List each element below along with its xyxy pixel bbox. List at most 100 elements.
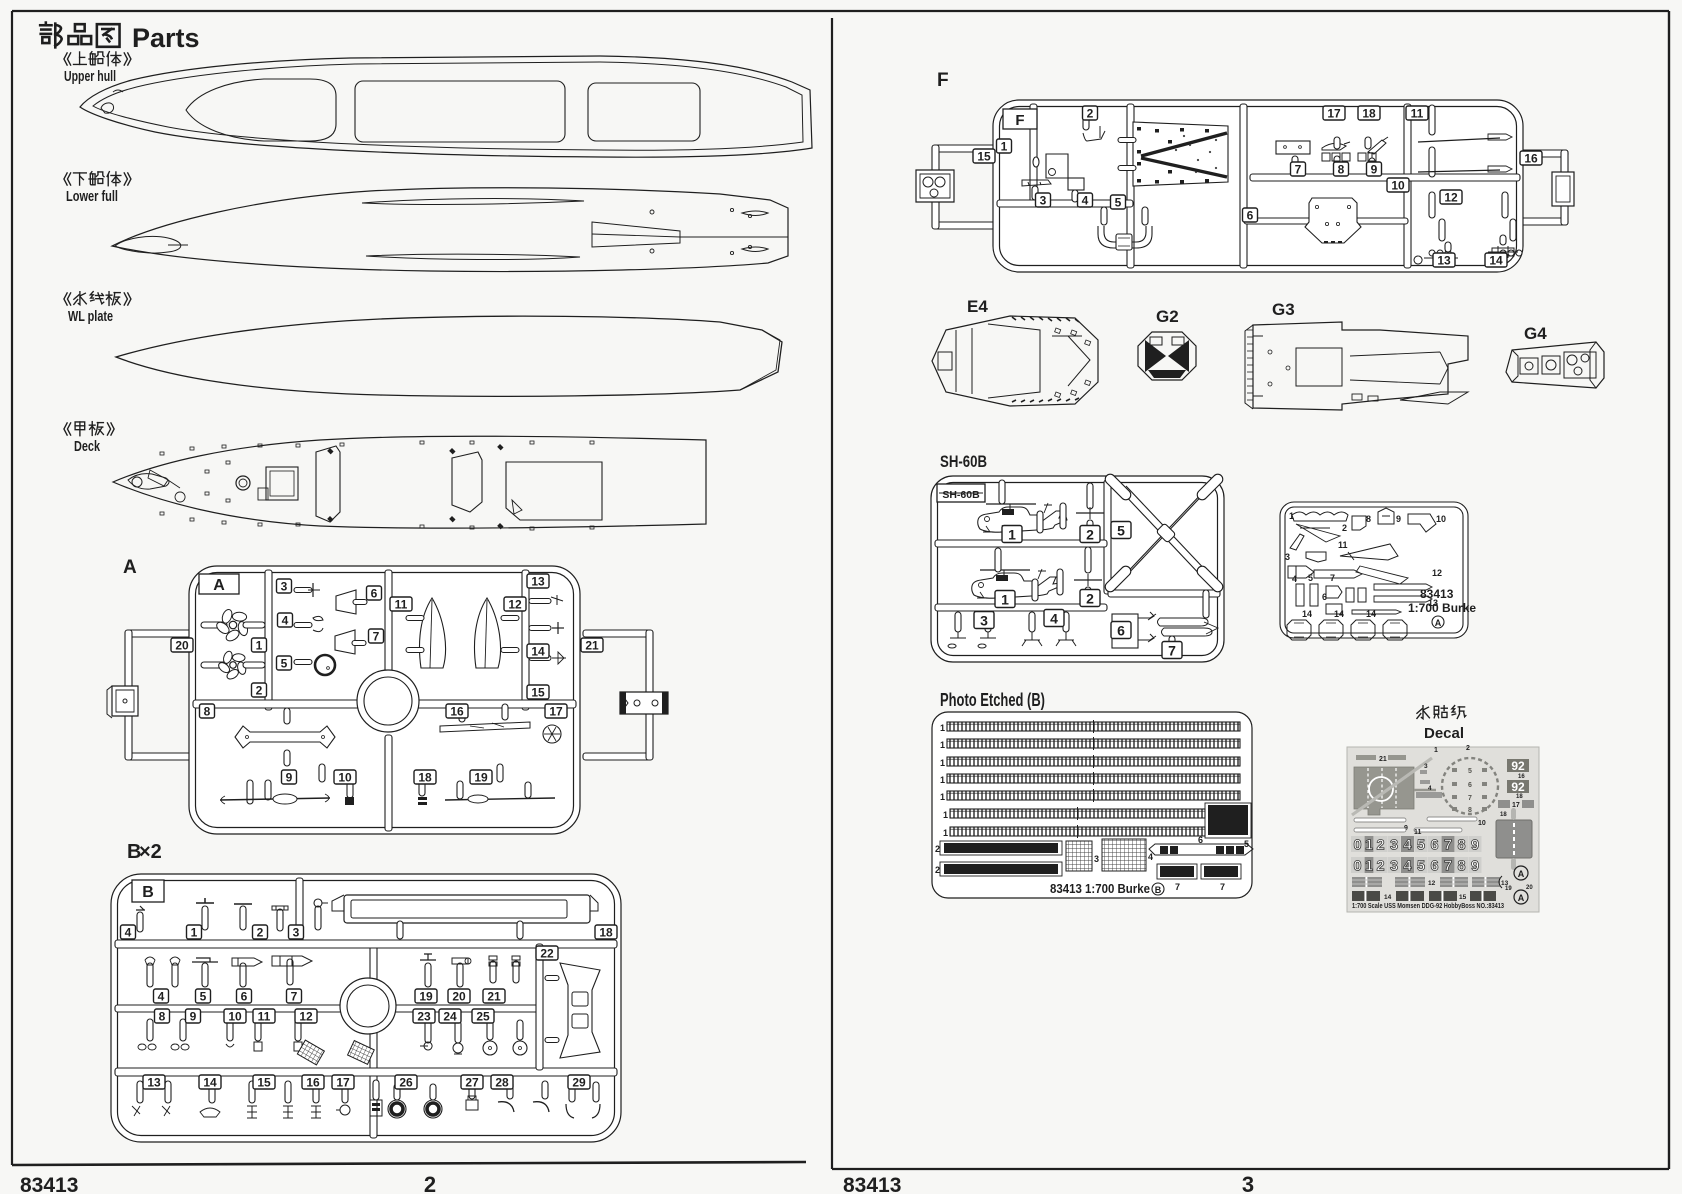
svg-text:18: 18 bbox=[599, 925, 613, 939]
svg-text:9: 9 bbox=[1371, 162, 1378, 176]
svg-text:A: A bbox=[213, 577, 225, 594]
svg-text:3: 3 bbox=[1285, 552, 1290, 562]
svg-text:21: 21 bbox=[585, 638, 599, 652]
svg-text:11: 11 bbox=[258, 1009, 271, 1023]
svg-text:8: 8 bbox=[1457, 859, 1465, 875]
svg-text:Lower full: Lower full bbox=[66, 188, 118, 205]
svg-text:A: A bbox=[1518, 893, 1525, 903]
svg-text:1: 1 bbox=[943, 828, 948, 838]
svg-text:4: 4 bbox=[1050, 610, 1058, 626]
svg-text:4: 4 bbox=[1403, 859, 1411, 875]
svg-text:Photo Etched (B): Photo Etched (B) bbox=[940, 690, 1045, 710]
svg-text:7: 7 bbox=[1175, 882, 1180, 892]
svg-text:14: 14 bbox=[1384, 894, 1392, 901]
svg-text:B: B bbox=[127, 841, 141, 863]
svg-text:8: 8 bbox=[1338, 162, 1345, 176]
svg-text:16: 16 bbox=[1518, 774, 1525, 780]
svg-text:Upper hull: Upper hull bbox=[64, 68, 116, 85]
svg-text:×2: ×2 bbox=[139, 841, 162, 863]
svg-text:8: 8 bbox=[1457, 838, 1465, 854]
svg-text:G3: G3 bbox=[1272, 300, 1295, 319]
svg-text:WL plate: WL plate bbox=[68, 308, 113, 325]
svg-text:14: 14 bbox=[203, 1075, 217, 1089]
svg-text:10: 10 bbox=[1391, 178, 1405, 192]
svg-text:9: 9 bbox=[1471, 838, 1479, 854]
svg-text:20: 20 bbox=[175, 638, 189, 652]
svg-text:B: B bbox=[142, 884, 154, 901]
svg-text:28: 28 bbox=[495, 1075, 509, 1089]
svg-text:11: 11 bbox=[395, 597, 408, 611]
svg-text:4: 4 bbox=[1148, 852, 1153, 862]
svg-text:83413: 83413 bbox=[1420, 587, 1454, 601]
svg-text:1: 1 bbox=[256, 638, 263, 652]
svg-text:12: 12 bbox=[1432, 568, 1442, 578]
svg-text:5: 5 bbox=[1468, 768, 1472, 775]
svg-text:21: 21 bbox=[487, 989, 501, 1003]
svg-text:16: 16 bbox=[450, 704, 464, 718]
svg-text:4: 4 bbox=[158, 989, 165, 1003]
svg-text:2: 2 bbox=[1466, 745, 1470, 752]
svg-text:17: 17 bbox=[1512, 802, 1520, 809]
svg-text:27: 27 bbox=[465, 1075, 479, 1089]
svg-text:4: 4 bbox=[1428, 785, 1432, 792]
svg-text:18: 18 bbox=[1516, 794, 1523, 800]
svg-text:1: 1 bbox=[1001, 591, 1009, 607]
svg-text:3: 3 bbox=[1390, 859, 1398, 875]
svg-text:19: 19 bbox=[1505, 886, 1512, 892]
svg-text:16: 16 bbox=[306, 1075, 320, 1089]
svg-text:8: 8 bbox=[1366, 514, 1371, 524]
svg-text:26: 26 bbox=[399, 1075, 413, 1089]
svg-text:4: 4 bbox=[125, 925, 132, 939]
svg-text:22: 22 bbox=[540, 946, 554, 960]
svg-text:25: 25 bbox=[476, 1009, 490, 1023]
svg-text:83413 1:700 Burke: 83413 1:700 Burke bbox=[1050, 882, 1150, 896]
svg-text:2: 2 bbox=[1086, 526, 1094, 542]
svg-text:Parts: Parts bbox=[132, 23, 200, 53]
svg-text:7: 7 bbox=[1330, 573, 1335, 583]
svg-text:13: 13 bbox=[1428, 598, 1438, 608]
svg-text:6: 6 bbox=[1322, 592, 1327, 602]
svg-text:F: F bbox=[1015, 112, 1024, 129]
svg-text:E4: E4 bbox=[967, 297, 988, 316]
svg-text:5: 5 bbox=[281, 656, 288, 670]
svg-text:19: 19 bbox=[474, 770, 488, 784]
svg-text:A: A bbox=[123, 557, 137, 578]
svg-text:9: 9 bbox=[286, 770, 293, 784]
svg-text:8: 8 bbox=[1468, 807, 1472, 814]
svg-text:23: 23 bbox=[417, 1009, 431, 1023]
svg-text:3: 3 bbox=[1390, 838, 1398, 854]
svg-text:10: 10 bbox=[228, 1009, 242, 1023]
svg-text:13: 13 bbox=[147, 1075, 161, 1089]
svg-text:16: 16 bbox=[1524, 151, 1538, 165]
svg-text:15: 15 bbox=[977, 149, 991, 163]
svg-text:20: 20 bbox=[452, 989, 466, 1003]
svg-text:5: 5 bbox=[1115, 195, 1122, 209]
svg-text:17: 17 bbox=[336, 1075, 350, 1089]
svg-text:1: 1 bbox=[1365, 838, 1373, 854]
svg-text:0: 0 bbox=[1353, 859, 1361, 875]
svg-text:9: 9 bbox=[1396, 514, 1401, 524]
svg-text:92: 92 bbox=[1511, 759, 1525, 773]
svg-text:1: 1 bbox=[940, 758, 945, 768]
svg-text:24: 24 bbox=[443, 1009, 457, 1023]
svg-text:11: 11 bbox=[1411, 106, 1424, 120]
svg-text:5: 5 bbox=[1308, 573, 1313, 583]
svg-text:14: 14 bbox=[1302, 609, 1312, 619]
svg-text:SH-60B: SH-60B bbox=[942, 489, 980, 501]
svg-text:4: 4 bbox=[1403, 838, 1411, 854]
svg-text:83413: 83413 bbox=[20, 1174, 78, 1194]
svg-text:3: 3 bbox=[1424, 763, 1428, 770]
svg-text:10: 10 bbox=[1478, 820, 1486, 827]
svg-text:1: 1 bbox=[940, 740, 945, 750]
svg-text:1: 1 bbox=[1008, 526, 1016, 542]
svg-text:2: 2 bbox=[1342, 523, 1347, 533]
svg-text:18: 18 bbox=[1362, 106, 1376, 120]
svg-text:3: 3 bbox=[1040, 193, 1047, 207]
svg-text:15: 15 bbox=[1459, 894, 1467, 901]
svg-text:2: 2 bbox=[424, 1172, 436, 1194]
svg-text:1:700 Scale USS Momsen DDG-92: 1:700 Scale USS Momsen DDG-92 HobbyBoss … bbox=[1352, 901, 1504, 910]
svg-text:5: 5 bbox=[1117, 522, 1125, 538]
svg-text:21: 21 bbox=[1379, 756, 1387, 763]
svg-text:14: 14 bbox=[1489, 253, 1503, 267]
svg-text:4: 4 bbox=[1082, 193, 1089, 207]
